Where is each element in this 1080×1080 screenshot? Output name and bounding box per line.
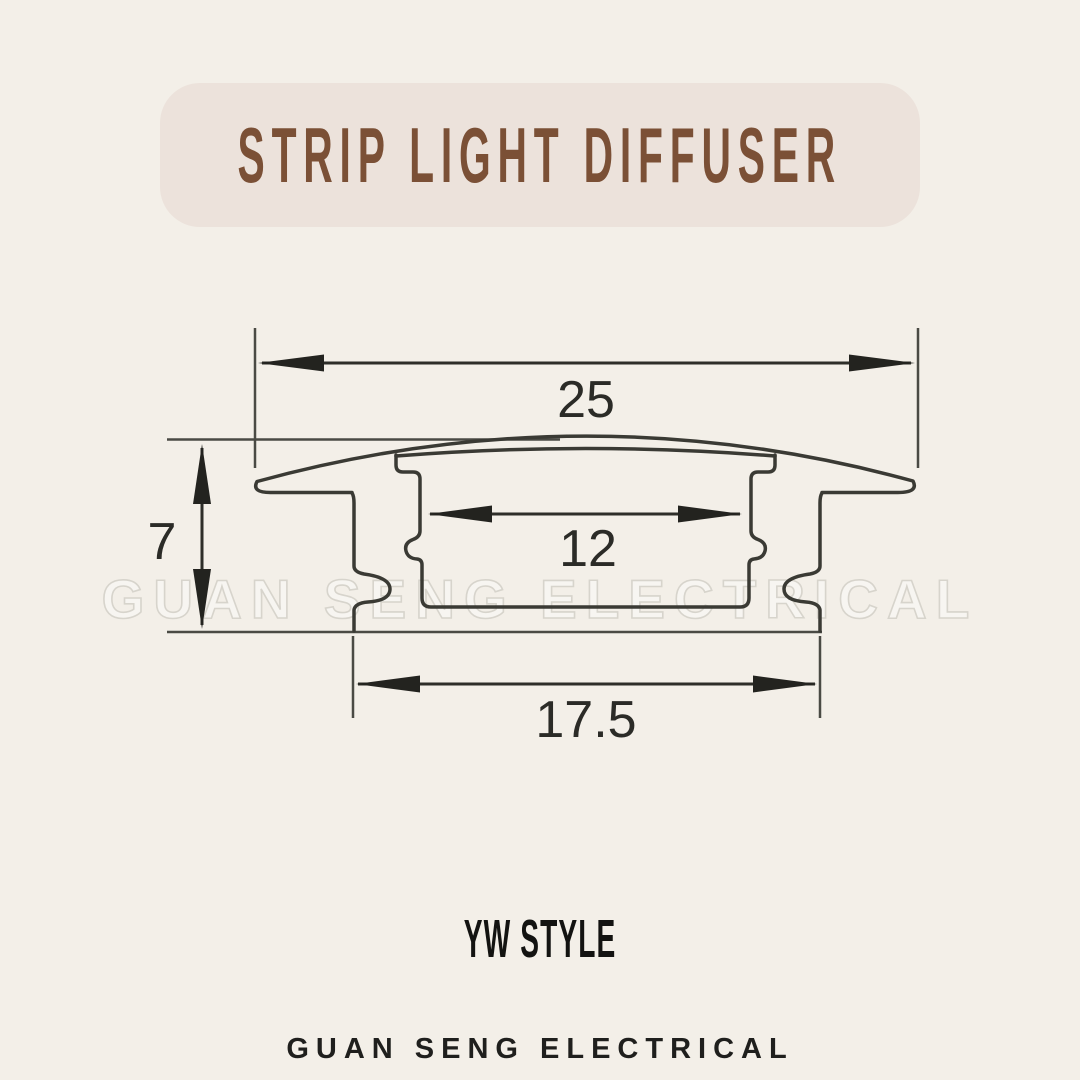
- arrowhead-left-icon: [356, 675, 420, 693]
- diffuser-cap-path: [253, 434, 917, 495]
- left-wall-path: [350, 491, 392, 633]
- dim-label-height: 7: [148, 513, 177, 571]
- page-title: STRIP LIGHT DIFFUSER: [237, 111, 843, 199]
- brand-name-label: GUAN SENG ELECTRICAL: [286, 1032, 794, 1065]
- style-name-label: YW STYLE: [463, 909, 617, 970]
- style-name: YW STYLE: [0, 909, 1080, 970]
- arrowhead-right-icon: [753, 675, 817, 693]
- arrowhead-down-icon: [193, 569, 211, 629]
- diffuser-underside-path: [394, 446, 777, 458]
- arrowhead-left-icon: [428, 505, 492, 523]
- dimension-inner-width: 12: [428, 505, 742, 578]
- right-wall-path: [782, 491, 824, 633]
- arrowhead-right-icon: [678, 505, 742, 523]
- dimension-overall-width: 25: [258, 354, 915, 429]
- extension-lines: [167, 328, 920, 718]
- arrowhead-left-icon: [258, 354, 324, 372]
- title-banner: STRIP LIGHT DIFFUSER: [160, 83, 920, 227]
- watermark-text: GUAN SENG ELECTRICAL: [102, 568, 979, 630]
- dimension-base-width: 17.5: [356, 675, 817, 749]
- arrowhead-right-icon: [849, 354, 915, 372]
- profile-outline: [253, 434, 917, 633]
- dim-label-inner-width: 12: [559, 520, 617, 578]
- arrowhead-up-icon: [193, 444, 211, 504]
- dim-label-overall-width: 25: [557, 371, 615, 429]
- brand-footer: GUAN SENG ELECTRICAL: [0, 1028, 1080, 1070]
- inner-channel-path: [394, 453, 777, 609]
- dimension-height: 7: [148, 444, 211, 629]
- dim-label-base-width: 17.5: [535, 691, 636, 749]
